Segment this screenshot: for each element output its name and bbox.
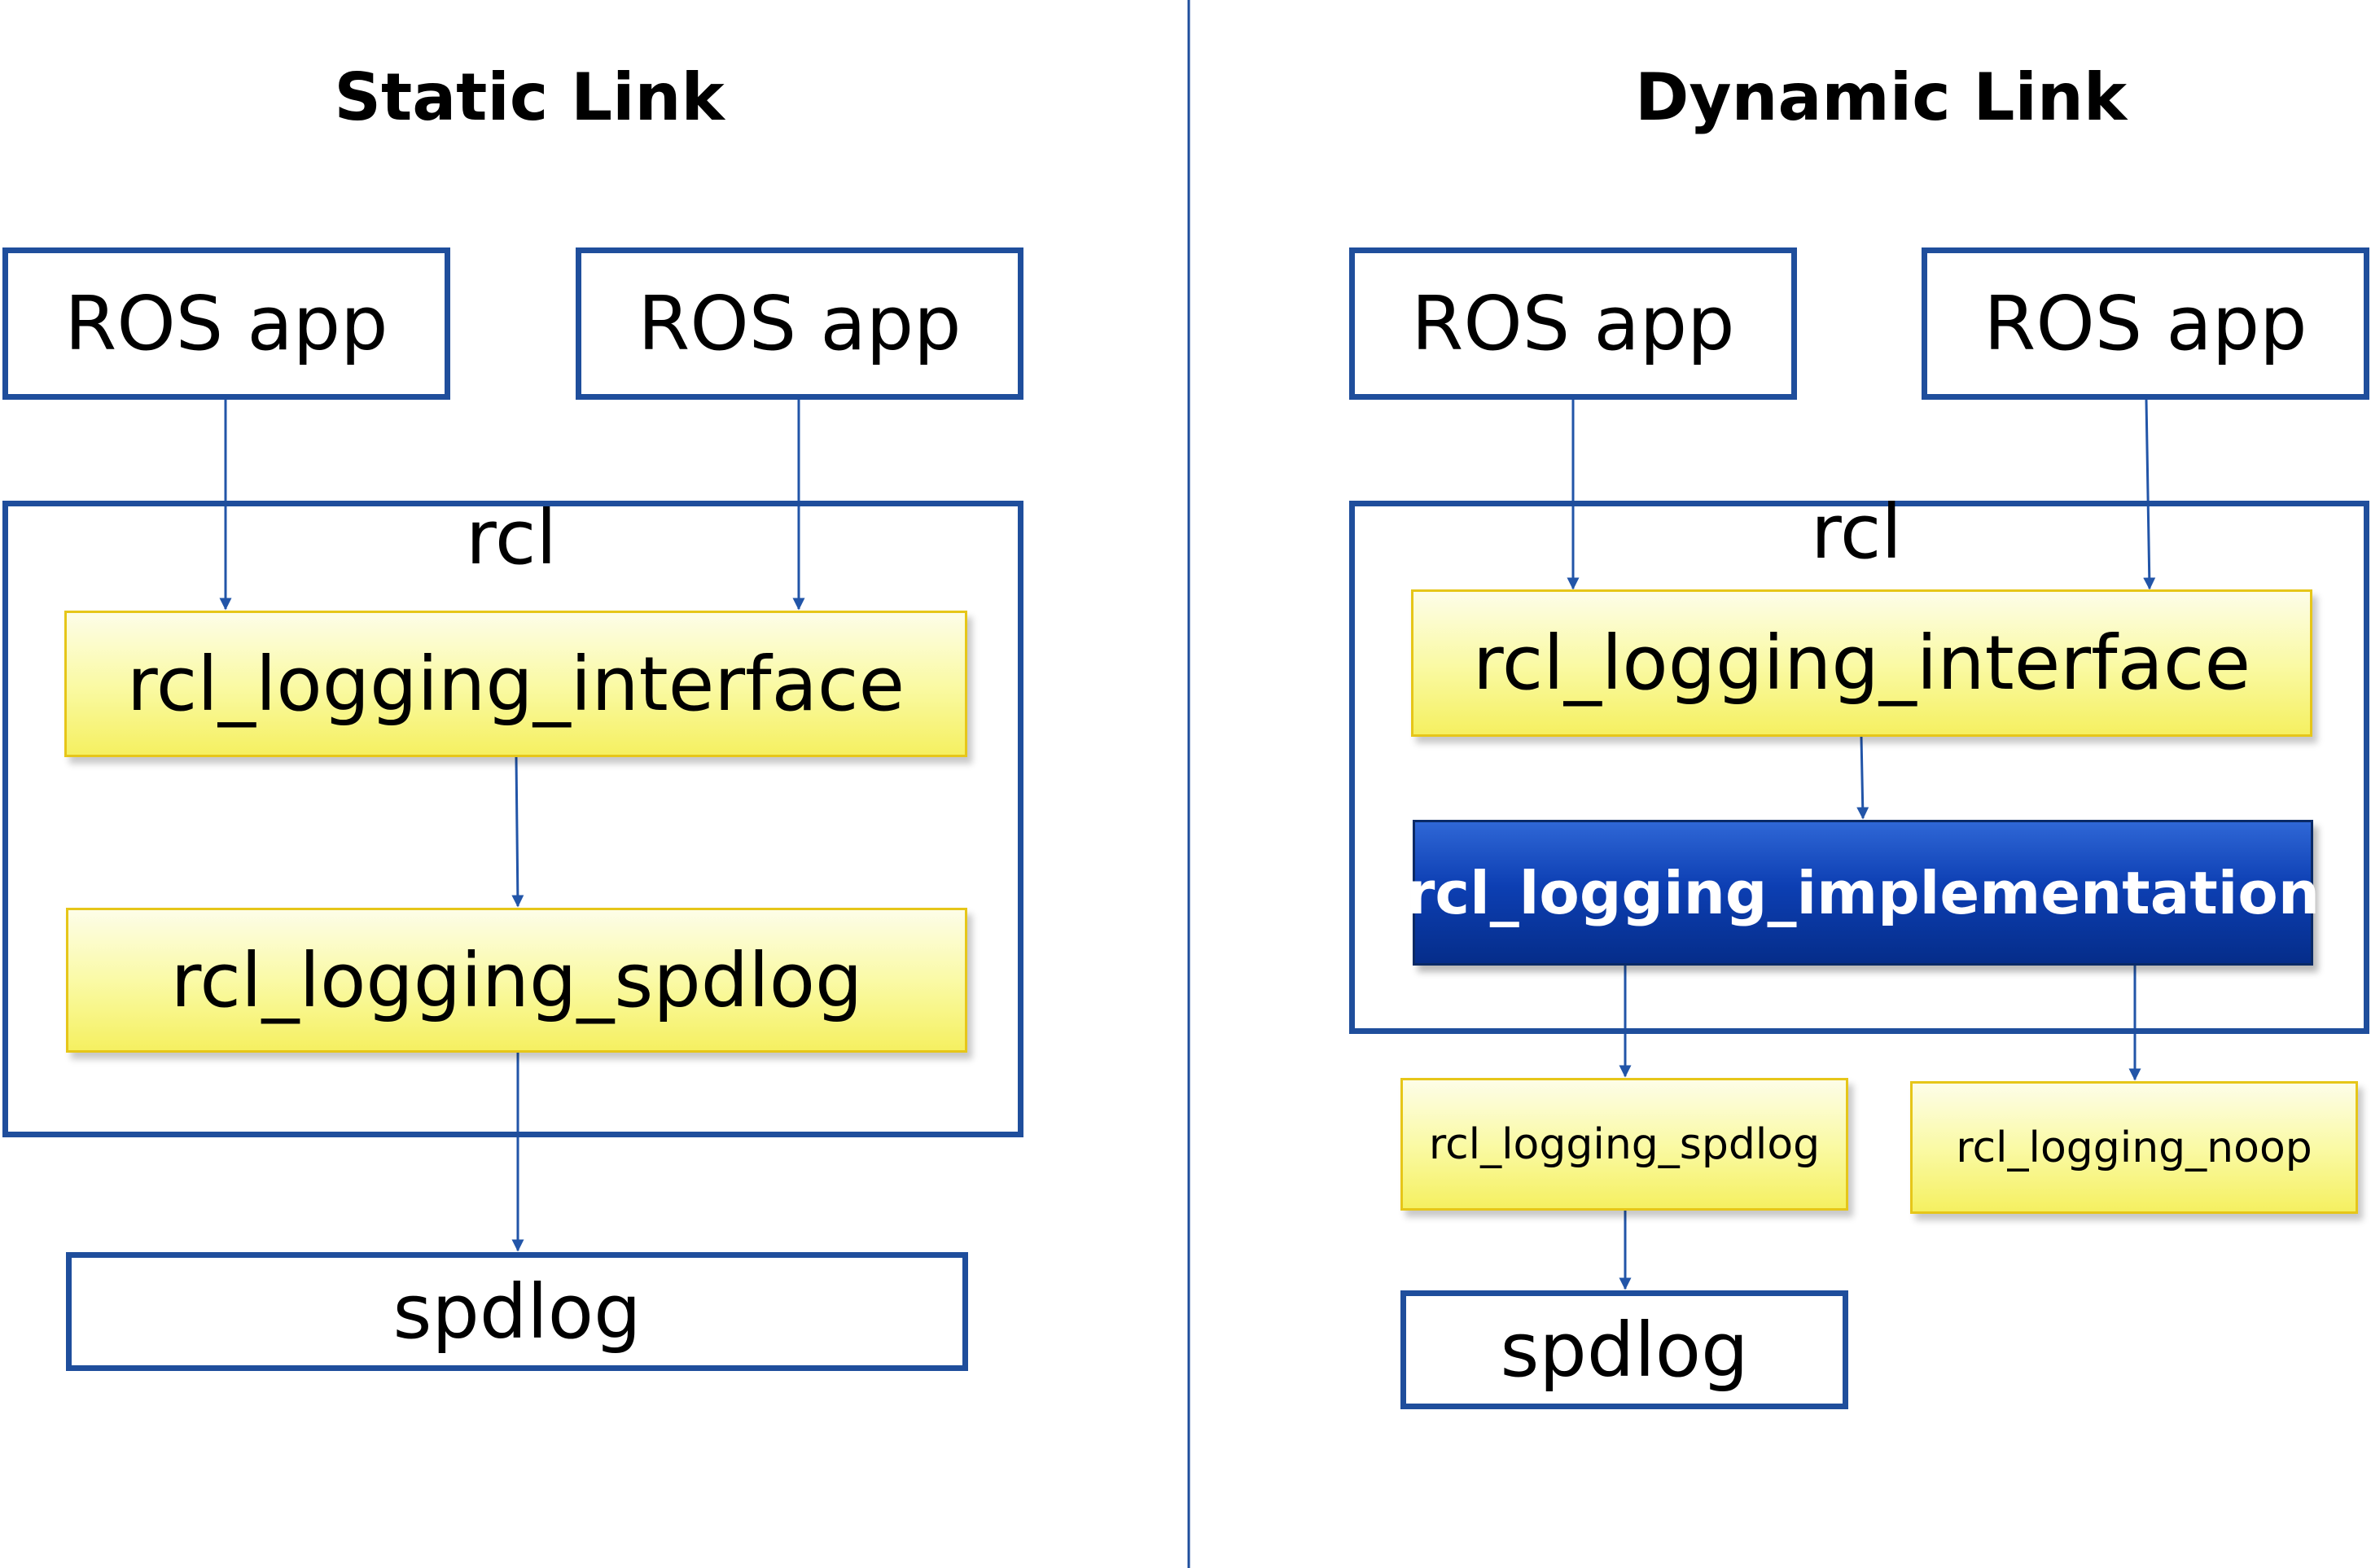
dynamic-rcl-logging-spdlog: rcl_logging_spdlog (1400, 1078, 1848, 1211)
static-link-title: Static Link (334, 59, 725, 135)
static-ros-app-left: ROS app (2, 247, 450, 400)
static-rcl-logging-spdlog-label: rcl_logging_spdlog (170, 936, 863, 1024)
static-rcl-label: rcl (466, 494, 557, 581)
static-spdlog: spdlog (66, 1252, 968, 1371)
arrow-dynamic-app-right-to-interface (2143, 399, 2156, 590)
dynamic-rcl-label: rcl (1811, 488, 1902, 576)
arrow-dynamic-interface-to-implementation (1856, 736, 1869, 820)
static-ros-app-left-label: ROS app (64, 280, 388, 367)
arrow-static-interface-to-spdlog-impl (511, 756, 524, 908)
static-ros-app-right: ROS app (576, 247, 1023, 400)
dynamic-spdlog: spdlog (1400, 1290, 1848, 1409)
dynamic-rcl-logging-interface: rcl_logging_interface (1411, 589, 2312, 737)
dynamic-rcl-logging-implementation-label: rcl_logging_implementation (1405, 858, 2321, 927)
dynamic-rcl-logging-spdlog-label: rcl_logging_spdlog (1428, 1119, 1821, 1169)
dynamic-ros-app-left: ROS app (1349, 247, 1797, 400)
dynamic-rcl-logging-interface-label: rcl_logging_interface (1472, 620, 2251, 707)
static-spdlog-label: spdlog (392, 1268, 642, 1356)
dynamic-rcl-logging-noop: rcl_logging_noop (1910, 1081, 2358, 1214)
static-rcl-logging-interface: rcl_logging_interface (64, 611, 967, 757)
dynamic-link-title: Dynamic Link (1634, 59, 2128, 135)
dynamic-rcl-logging-implementation: rcl_logging_implementation (1406, 820, 2320, 966)
dynamic-ros-app-right-label: ROS app (1983, 280, 2307, 367)
static-rcl-logging-interface-label: rcl_logging_interface (126, 640, 905, 728)
static-rcl-container (2, 501, 1023, 1137)
dynamic-rcl-container (1349, 501, 2369, 1034)
dynamic-ros-app-left-label: ROS app (1411, 280, 1735, 367)
static-rcl-logging-spdlog: rcl_logging_spdlog (66, 908, 967, 1053)
dynamic-ros-app-right: ROS app (1922, 247, 2369, 400)
dynamic-spdlog-label: spdlog (1500, 1306, 1749, 1394)
dynamic-rcl-logging-noop-label: rcl_logging_noop (1956, 1123, 2312, 1172)
static-ros-app-right-label: ROS app (638, 280, 962, 367)
